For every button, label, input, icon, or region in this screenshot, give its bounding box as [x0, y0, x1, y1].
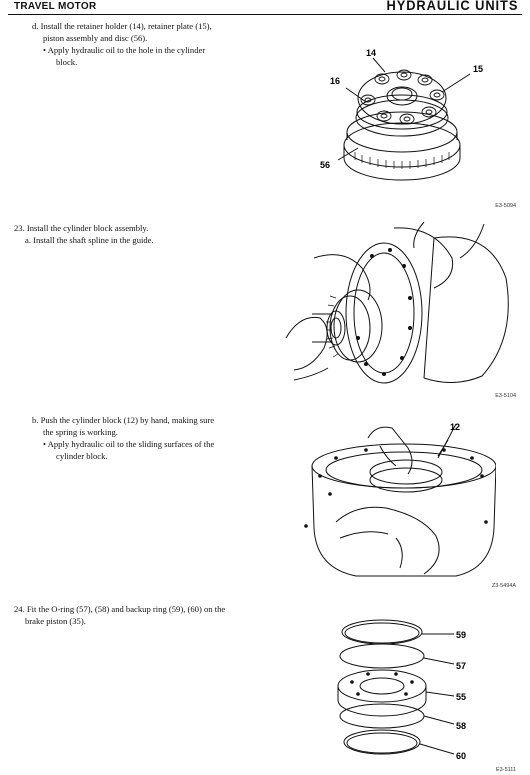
figure-push-cylinder-block: 12	[304, 422, 496, 577]
step-b-text: b. Push the cylinder block (12) by hand,…	[32, 414, 214, 462]
fig4-label-58: 58	[456, 721, 466, 731]
header-title: HYDRAULIC UNITS	[386, 0, 518, 13]
fig1-label-14: 14	[366, 48, 376, 58]
step-b-bullet2: cylinder block.	[56, 451, 108, 461]
step-b-bullet1: • Apply hydraulic oil to the sliding sur…	[43, 439, 215, 449]
step-23-title: 23. Install the cylinder block assembly.	[14, 223, 149, 233]
step-d-line2: piston assembly and disc (56).	[43, 33, 148, 43]
fig1-label-56: 56	[320, 160, 330, 170]
step-24-line2: brake piston (35).	[25, 616, 86, 626]
step-24-text: 24. Fit the O-ring (57), (58) and backup…	[14, 603, 225, 627]
fig4-label-55: 55	[456, 692, 466, 702]
step-23-text: 23. Install the cylinder block assembly.…	[14, 222, 154, 246]
fig3-label-12: 12	[450, 422, 460, 432]
header-rule	[8, 14, 522, 15]
fig4-code: E3-5111	[496, 767, 516, 773]
fig4-label-57: 57	[456, 661, 466, 671]
fig1-label-15: 15	[473, 64, 483, 74]
fig2-code: E3-5104	[495, 393, 516, 399]
fig4-label-59: 59	[456, 630, 466, 640]
step-d-bullet2: block.	[56, 57, 78, 67]
step-d-line1: d. Install the retainer holder (14), ret…	[32, 21, 212, 31]
fig1-label-16: 16	[330, 76, 340, 86]
figure-retainer-assembly: 14 16 15 56	[320, 48, 483, 181]
step-d-bullet1: • Apply hydraulic oil to the hole in the…	[43, 45, 206, 55]
header-section: TRAVEL MOTOR	[14, 1, 97, 12]
step-d-text: d. Install the retainer holder (14), ret…	[32, 20, 212, 68]
figure-cylinder-block-install	[285, 221, 509, 384]
fig3-code: Z3-5494A	[491, 583, 516, 589]
step-b-line1: b. Push the cylinder block (12) by hand,…	[32, 415, 215, 425]
step-24-line1: 24. Fit the O-ring (57), (58) and backup…	[14, 604, 226, 614]
step-23-sub-a: a. Install the shaft spline in the guide…	[25, 235, 154, 245]
step-b-line2: the spring is working.	[43, 427, 118, 437]
fig4-label-60: 60	[456, 751, 466, 761]
figure-brake-piston-rings: 59 57 55 58 60	[337, 619, 466, 761]
fig1-code: E3-5094	[495, 203, 516, 209]
